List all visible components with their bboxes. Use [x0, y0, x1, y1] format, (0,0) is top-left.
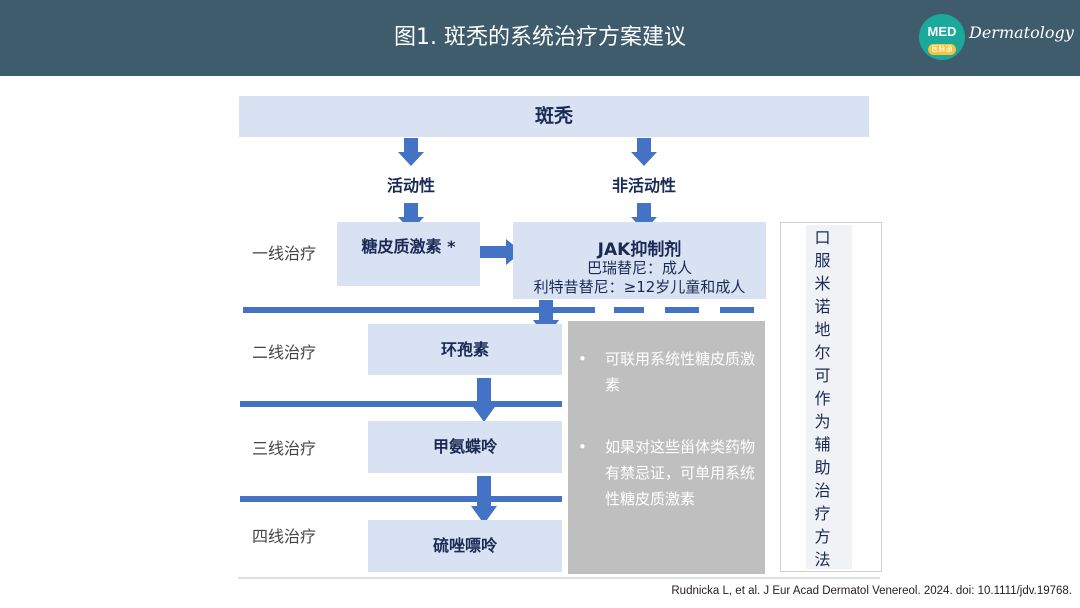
side-char: 作	[814, 389, 831, 408]
steroid-label: 糖皮质激素 *	[361, 237, 456, 256]
side-char: 服	[814, 251, 831, 270]
stage-label-second-line: 二线治疗	[252, 343, 317, 362]
active-label: 活动性	[386, 176, 435, 195]
minoxidil-box	[780, 222, 882, 572]
note-bullet-2: •	[578, 438, 587, 456]
side-char: 尔	[814, 343, 831, 362]
notes-box	[568, 321, 765, 574]
inactive-label: 非活动性	[611, 176, 676, 195]
logo-sub-text: 医脉通	[928, 44, 956, 55]
alopecia-label: 斑秃	[534, 105, 573, 127]
citation-text: Rudnicka L, et al. J Eur Acad Dermatol V…	[671, 585, 1072, 597]
jak-line-2: 利特昔替尼：≥12岁儿童和成人	[533, 278, 746, 296]
side-char: 疗	[814, 504, 831, 523]
slide-title: 图1. 斑秃的系统治疗方案建议	[394, 25, 686, 50]
methotrexate-box	[368, 421, 562, 473]
azathioprine-box	[368, 520, 562, 572]
side-char: 治	[814, 481, 831, 500]
side-char: 辅	[814, 435, 831, 454]
alopecia-box	[239, 96, 869, 137]
side-char: 助	[814, 458, 831, 477]
methotrexate-label: 甲氨蝶呤	[432, 437, 497, 456]
arrow-top-to-inactive-icon	[631, 138, 657, 166]
stage-label-fourth-line: 四线治疗	[252, 527, 317, 546]
steroid-box	[337, 222, 480, 286]
note-text-1: 可联用系统性糖皮质激素	[605, 350, 756, 394]
jak-title: JAK抑制剂	[597, 240, 682, 260]
logo-med-text: MED	[927, 24, 957, 39]
arrow-top-to-active-icon	[398, 138, 424, 166]
note-text-2: 如果对这些甾体类药物有禁忌证，可单用系统性糖皮质激素	[605, 438, 756, 508]
azathioprine-label: 硫唑嘌呤	[432, 536, 497, 555]
cyclosporine-box	[368, 324, 562, 375]
cyclosporine-label: 环孢素	[440, 340, 489, 359]
side-char: 米	[814, 274, 831, 293]
minoxidil-vertical-text: 口 服 米 诺 地 尔 可 作 为 辅 助 治 疗 方 法	[780, 226, 865, 571]
arrow-cyclosporine-to-methotrexate-icon	[471, 378, 497, 422]
side-char: 地	[814, 320, 831, 339]
jak-box	[513, 222, 766, 299]
side-char: 法	[814, 550, 831, 569]
header-bar	[0, 0, 1080, 76]
side-char: 诺	[814, 297, 831, 316]
side-char: 为	[814, 412, 831, 431]
side-char: 可	[814, 366, 831, 385]
logo-dermatology-text: Dermatology	[969, 23, 1074, 42]
side-char: 方	[814, 527, 831, 546]
stage-label-first-line: 一线治疗	[252, 244, 317, 263]
stage-label-third-line: 三线治疗	[252, 439, 317, 458]
side-char: 口	[814, 228, 831, 247]
jak-line-1: 巴瑞替尼：成人	[586, 259, 692, 277]
stage-separator-lines	[240, 307, 754, 502]
note-bullet-1: •	[578, 350, 587, 368]
